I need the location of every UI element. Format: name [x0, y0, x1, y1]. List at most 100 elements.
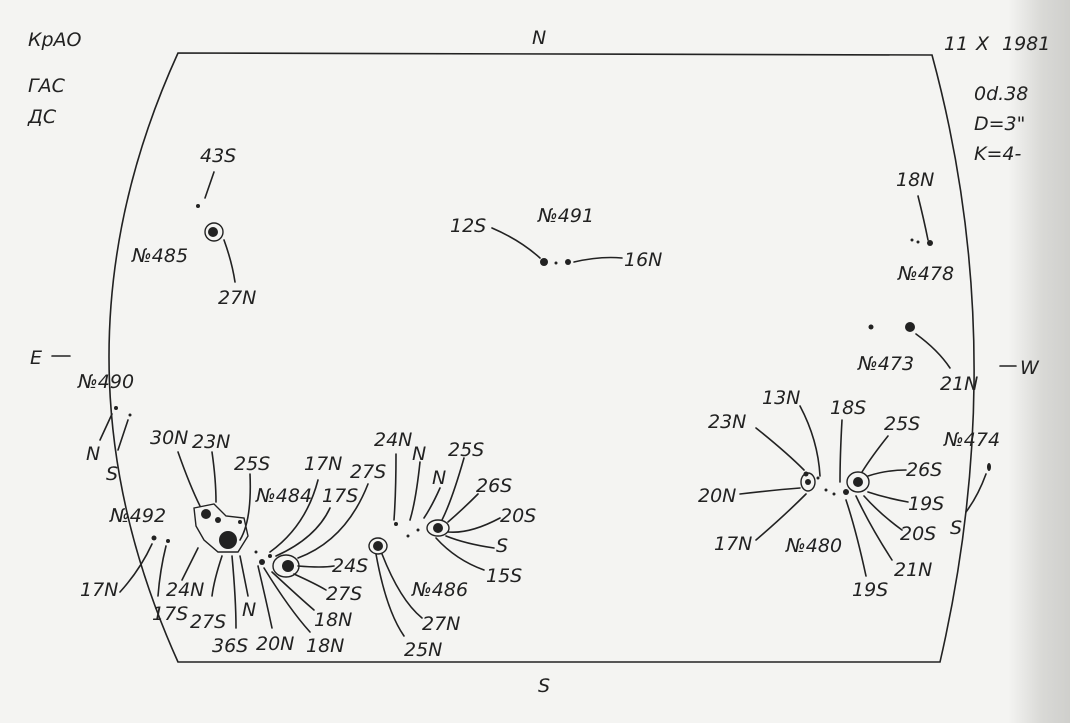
leader-486-26s — [447, 493, 479, 523]
leader-486-27n — [381, 553, 423, 619]
umbra-480-7 — [816, 476, 820, 480]
leader-484-18n — [271, 571, 315, 611]
leader-486-n1 — [409, 461, 421, 521]
label-484-18n-low: 18N — [306, 635, 344, 657]
leader-491-16n — [573, 256, 623, 263]
penumbra-486-east — [426, 519, 450, 537]
north-label: N — [532, 27, 546, 49]
leader-486-n2 — [423, 487, 441, 519]
leader-486-24n — [393, 453, 397, 521]
label-478-18n: 18N — [896, 169, 934, 191]
umbra-486-5 — [416, 528, 420, 532]
label-480-23n: 23N — [708, 411, 746, 433]
leader-474-s — [965, 473, 987, 513]
leader-492-17n — [119, 543, 153, 593]
label-484-27s-top: 27S — [350, 461, 386, 483]
south-label: S — [538, 675, 550, 697]
leader-484-24n — [181, 547, 199, 581]
leader-484-17n — [269, 479, 319, 553]
label-492-17n: 17N — [80, 579, 118, 601]
instrument-label-2: ДС — [27, 106, 57, 128]
umbra-480-5 — [824, 488, 828, 492]
label-484-27s: 27S — [190, 611, 226, 633]
label-480-20n: 20N — [698, 485, 736, 507]
spot-492-a — [151, 535, 157, 541]
label-484-27s-low: 27S — [326, 583, 362, 605]
label-486-25s: 25S — [448, 439, 484, 461]
label-492-number: №492 — [109, 505, 166, 527]
label-478-number: №478 — [897, 263, 954, 285]
spot-474 — [987, 463, 991, 471]
leader-484-20n — [257, 565, 273, 629]
leader-484-17s — [275, 507, 331, 557]
label-480-17n: 17N — [714, 533, 752, 555]
date-month: X — [975, 33, 990, 55]
spot-485-b — [204, 222, 224, 242]
label-486-26s: 26S — [476, 475, 512, 497]
leader-485-27n — [223, 239, 236, 283]
umbra-484-1 — [201, 509, 211, 519]
umbra-480-1 — [805, 479, 811, 485]
label-491-12s: 12S — [450, 215, 486, 237]
time-label: 0d.38 — [974, 83, 1028, 105]
label-486-number: №486 — [411, 579, 468, 601]
leader-473-21n — [915, 333, 951, 369]
label-486-n2: N — [432, 467, 446, 489]
label-491-16n: 16N — [624, 249, 662, 271]
umbra-484-4 — [238, 520, 242, 524]
umbra-484-7 — [268, 554, 272, 558]
leader-484-18n-low — [263, 567, 311, 633]
spot-491-a — [540, 258, 548, 266]
umbra-480-2 — [803, 471, 809, 477]
umbra-484-2 — [219, 531, 237, 549]
umbra-484-3 — [215, 517, 221, 523]
leader-480-19s-r — [867, 491, 909, 503]
disk-outline — [108, 52, 975, 663]
label-484-17s: 17S — [322, 485, 358, 507]
leader-484-27s — [211, 555, 223, 597]
spot-485-a — [196, 204, 200, 208]
label-484-24s: 24S — [332, 555, 368, 577]
umbra-480-4 — [843, 489, 849, 495]
label-490-number: №490 — [77, 371, 134, 393]
spot-473-a — [868, 324, 874, 330]
label-485-27n: 27N — [218, 287, 256, 309]
date-year: 1981 — [1002, 33, 1050, 55]
diameter-label: D=3" — [974, 113, 1025, 135]
label-473-number: №473 — [857, 353, 914, 375]
leader-480-21n — [855, 495, 893, 561]
label-473-21n: 21N — [940, 373, 978, 395]
leader-480-26s — [867, 469, 907, 477]
west-label: W — [1020, 357, 1040, 379]
label-484-24n: 24N — [166, 579, 204, 601]
label-480-number: №480 — [785, 535, 842, 557]
label-484-30n: 30N — [150, 427, 188, 449]
leader-480-13n — [799, 405, 821, 477]
leader-484-25s — [239, 473, 252, 541]
label-486-15s: 15S — [486, 565, 522, 587]
label-480-21n: 21N — [894, 559, 932, 581]
leader-486-25n — [375, 553, 405, 637]
umbra-484-5 — [282, 560, 294, 572]
instrument-label-1: ГАС — [28, 75, 66, 97]
spot-491-c — [554, 261, 558, 265]
label-490-s: S — [106, 463, 118, 485]
leader-484-27s-low — [293, 573, 327, 591]
label-486-24n: 24N — [374, 429, 412, 451]
label-484-25s: 25S — [234, 453, 270, 475]
label-480-19s: 19S — [852, 579, 888, 601]
penumbra-480-east — [846, 471, 870, 493]
leader-480-20s — [863, 495, 903, 531]
umbra-486-2 — [433, 523, 443, 533]
label-486-s: S — [496, 535, 508, 557]
umbra-486-1 — [373, 541, 383, 551]
label-474-s: S — [950, 517, 962, 539]
label-491-number: №491 — [537, 205, 594, 227]
label-480-18s: 18S — [830, 397, 866, 419]
spot-490-a — [114, 406, 118, 410]
label-484-23n: 23N — [192, 431, 230, 453]
leader-492-17s — [157, 545, 167, 597]
leader-480-20n — [739, 487, 801, 495]
